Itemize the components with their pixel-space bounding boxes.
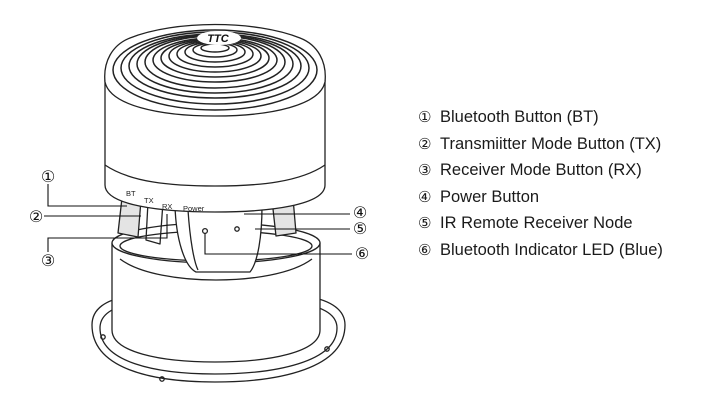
legend-item: ② Transmiitter Mode Button (TX) bbox=[418, 131, 663, 158]
callout-marker-3: ③ bbox=[41, 253, 55, 270]
callout-lines bbox=[44, 184, 352, 255]
legend-marker: ③ bbox=[418, 162, 432, 180]
legend-text: Power Button bbox=[440, 187, 540, 206]
power-label: Power bbox=[183, 204, 205, 213]
legend-marker: ① bbox=[418, 109, 432, 126]
legend-item: ① Bluetooth Button (BT) bbox=[418, 104, 663, 131]
legend-marker: ⑤ bbox=[418, 215, 432, 233]
tx-label: TX bbox=[144, 196, 154, 205]
legend-marker: ⑥ bbox=[418, 241, 432, 259]
bt-label: BT bbox=[126, 189, 136, 198]
lower-body bbox=[111, 222, 321, 363]
callout-legend: ① Bluetooth Button (BT) ② Transmiitter Mod… bbox=[418, 104, 663, 264]
legend-text: IR Remote Receiver Node bbox=[440, 214, 633, 233]
callout-marker-1: ① bbox=[41, 169, 55, 186]
top-dome bbox=[104, 23, 326, 213]
legend-text: Bluetooth Button (BT) bbox=[440, 108, 599, 126]
legend-text: Receiver Mode Button (RX) bbox=[440, 161, 642, 180]
callout-marker-6: ⑥ bbox=[355, 246, 369, 263]
callout-marker-4: ④ bbox=[353, 205, 367, 222]
legend-marker: ④ bbox=[418, 188, 432, 206]
legend-item: ⑤ IR Remote Receiver Node bbox=[418, 210, 663, 237]
rx-label: RX bbox=[162, 202, 172, 211]
legend-item: ⑥ Bluetooth Indicator LED (Blue) bbox=[418, 237, 663, 264]
callout-marker-2: ② bbox=[29, 209, 43, 226]
legend-item: ③ Receiver Mode Button (RX) bbox=[418, 157, 663, 184]
legend-marker: ② bbox=[418, 135, 432, 153]
callout-marker-5: ⑤ bbox=[353, 221, 367, 238]
logo-mark: TTC bbox=[197, 31, 241, 45]
ir-receiver-node bbox=[234, 226, 240, 232]
brand-logo: TTC bbox=[207, 33, 229, 45]
legend-text: Bluetooth Indicator LED (Blue) bbox=[440, 240, 663, 259]
legend-text: Transmiitter Mode Button (TX) bbox=[440, 134, 662, 153]
legend-item: ④ Power Button bbox=[418, 184, 663, 211]
